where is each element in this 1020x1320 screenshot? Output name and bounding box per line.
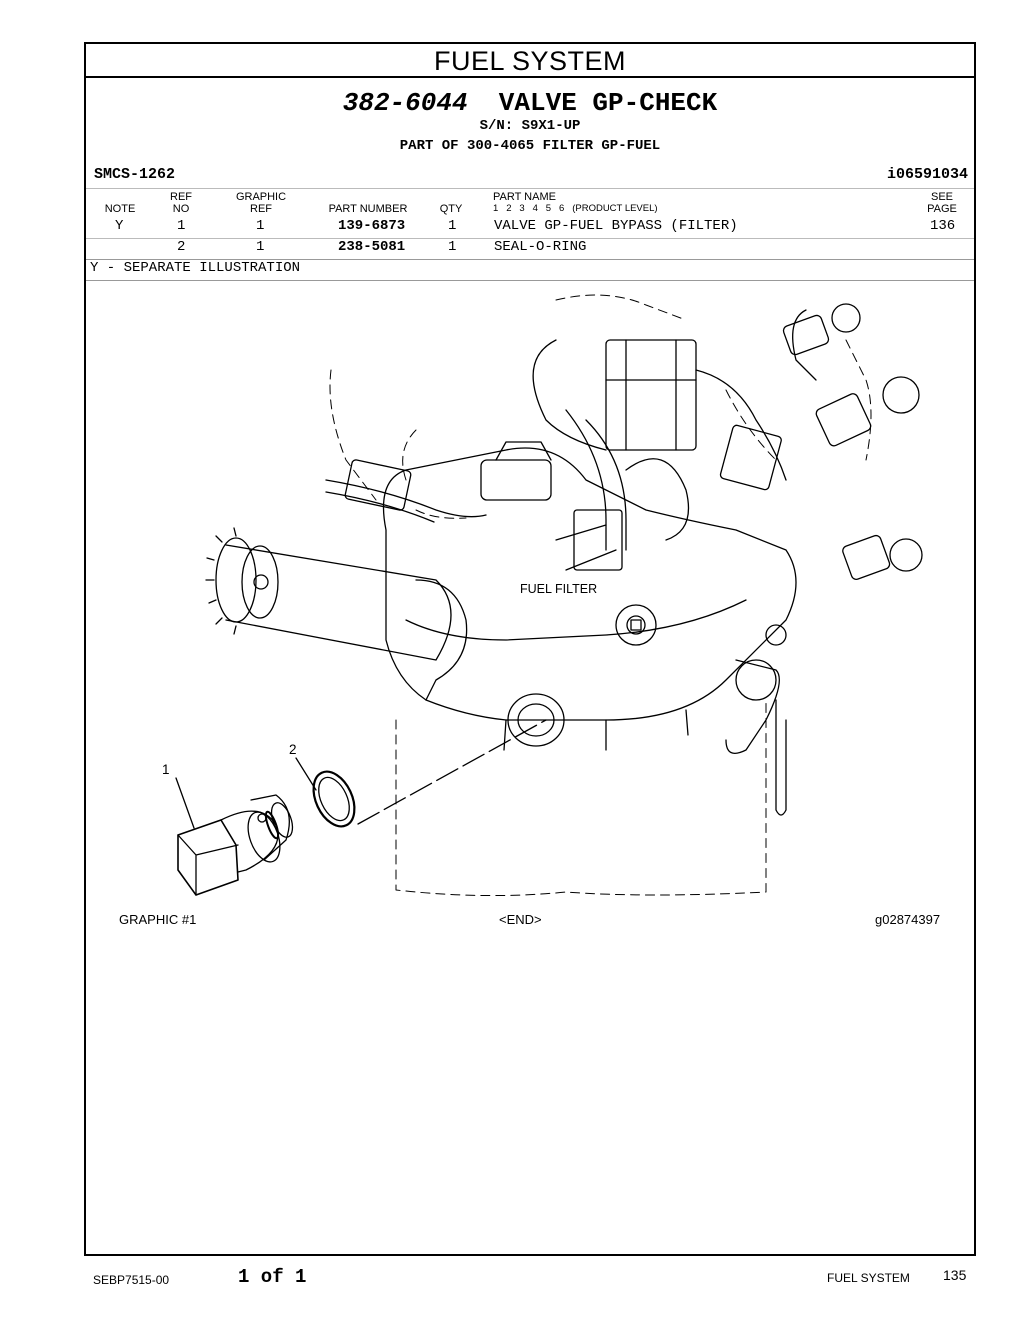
- graphic-caption: GRAPHIC #1: [119, 912, 197, 927]
- exploded-view-illustration: FUEL FILTER 2 1: [162, 294, 923, 897]
- header-see-top: SEE: [930, 191, 953, 203]
- end-marker: <END>: [499, 912, 542, 927]
- explode-line: [357, 719, 547, 825]
- callout-2: 2: [289, 742, 297, 757]
- smcs-code: SMCS-1262: [94, 166, 176, 183]
- part-heading: 382-6044 VALVE GP-CHECK: [86, 88, 974, 118]
- filter-head: [382, 441, 797, 751]
- footer-section: FUEL SYSTEM: [827, 1271, 910, 1285]
- row1-graphic: 1: [256, 218, 265, 234]
- o-ring-seal: [312, 770, 356, 828]
- section-title: FUEL SYSTEM: [86, 44, 974, 78]
- page-frame: FUEL SYSTEM 382-6044 VALVE GP-CHECK S/N:…: [84, 42, 976, 1256]
- row-divider: [86, 259, 974, 260]
- graphic-id: g02874397: [875, 912, 941, 927]
- header-ref-top: REF: [170, 191, 192, 203]
- page-number: 135: [943, 1267, 967, 1283]
- row2-ref: 2: [177, 239, 186, 255]
- wiring-harness: [325, 339, 787, 571]
- header-part-name: PART NAME: [493, 191, 556, 203]
- row-divider: [86, 238, 974, 239]
- row2-part-number: 238-5081: [338, 239, 406, 255]
- row2-graphic: 1: [256, 239, 265, 255]
- fuel-filter-outline: [329, 294, 872, 897]
- header-product-levels: 1 2 3 4 5 6 (PRODUCT LEVEL): [493, 203, 658, 214]
- part-title: VALVE GP-CHECK: [498, 88, 718, 118]
- divider: [86, 280, 974, 281]
- row2-part-name: SEAL-O-RING: [494, 239, 587, 255]
- callout-1-leader: [175, 777, 195, 829]
- part-of: PART OF 300-4065 FILTER GP-FUEL: [399, 138, 661, 154]
- row1-part-name: VALVE GP-FUEL BYPASS (FILTER): [494, 218, 738, 234]
- valve-port: [507, 693, 565, 747]
- callout-1: 1: [162, 762, 170, 777]
- fuel-filter-label: FUEL FILTER: [520, 582, 597, 596]
- divider: [86, 188, 974, 189]
- row1-qty: 1: [448, 218, 457, 234]
- header-graphic-bottom: REF: [250, 203, 272, 215]
- row1-part-number: 139-6873: [338, 218, 406, 234]
- page-of: 1 of 1: [238, 1266, 307, 1288]
- row1-note: Y: [115, 218, 124, 234]
- footnote: Y - SEPARATE ILLUSTRATION: [90, 260, 301, 276]
- callout-2-leader: [295, 757, 317, 791]
- header-qty: QTY: [439, 203, 463, 215]
- illustration-id: i06591034: [886, 166, 968, 183]
- header-note: NOTE: [104, 203, 136, 215]
- row2-qty: 1: [448, 239, 457, 255]
- header-part-number: PART NUMBER: [328, 203, 408, 215]
- part-number: 382-6044: [342, 88, 468, 118]
- doc-code: SEBP7515-00: [93, 1273, 170, 1287]
- header-graphic-top: GRAPHIC: [235, 191, 287, 203]
- row1-ref: 1: [177, 218, 186, 234]
- check-valve: [177, 794, 294, 896]
- row1-see-page[interactable]: 136: [930, 218, 956, 234]
- serial-range: S/N: S9X1-UP: [479, 118, 581, 134]
- header-ref-bottom: NO: [172, 203, 190, 215]
- header-see-bottom: PAGE: [927, 203, 957, 215]
- inlet-fitting: [205, 527, 468, 701]
- side-fittings: [725, 303, 923, 816]
